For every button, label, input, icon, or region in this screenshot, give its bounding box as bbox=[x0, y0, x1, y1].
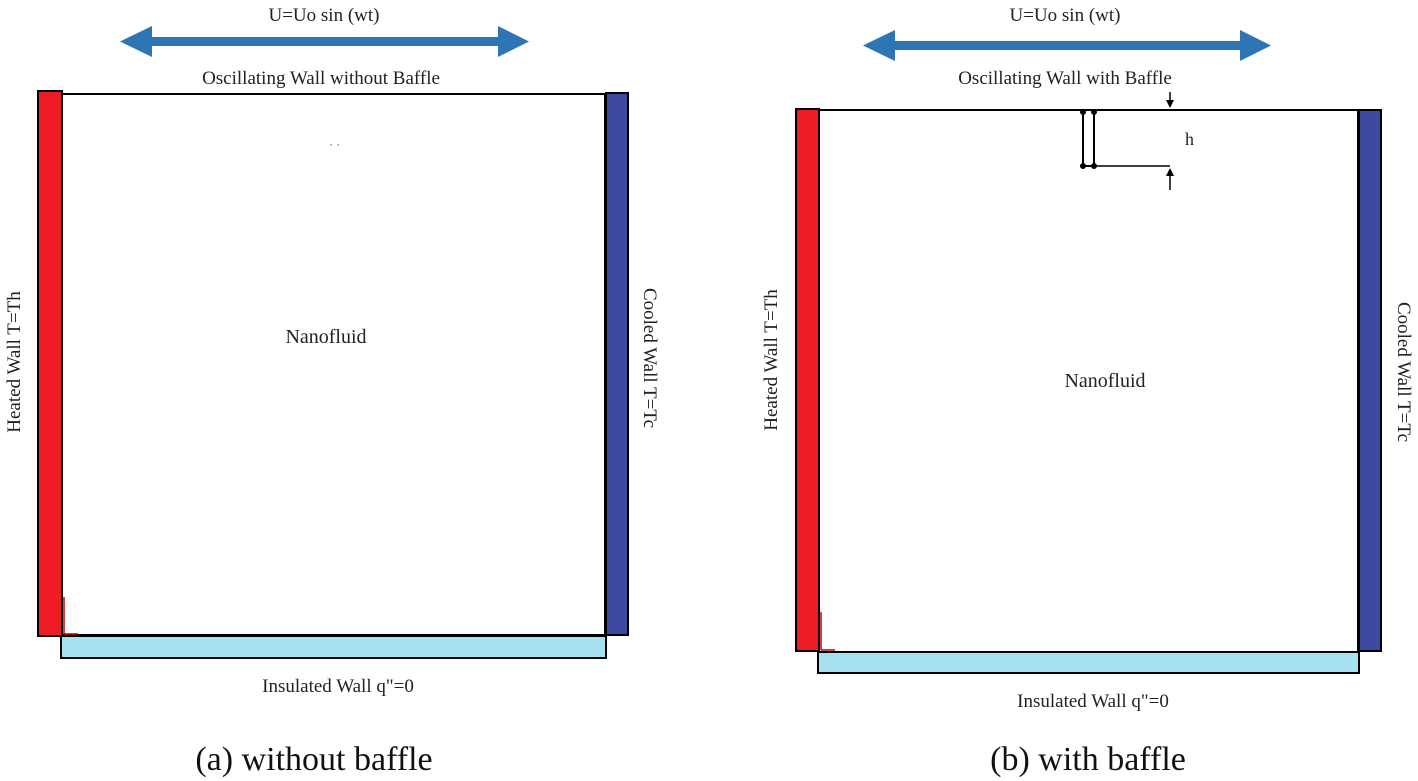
insulated-wall-a bbox=[60, 635, 607, 659]
panel-a: U=Uo sin (wt) Oscillating Wall without B… bbox=[4, 5, 660, 778]
heated-wall-a bbox=[37, 90, 63, 637]
oscillation-arrow-b bbox=[863, 30, 1271, 61]
fluid-label-b: Nanofluid bbox=[1064, 370, 1145, 392]
cavity-outline-a bbox=[60, 93, 606, 636]
cooled-wall-b bbox=[1358, 109, 1382, 652]
bottom-wall-label-b: Insulated Wall q"=0 bbox=[1017, 691, 1169, 712]
origin-axes-a bbox=[63, 597, 78, 635]
origin-axes-b bbox=[820, 612, 835, 651]
baffle-height-dimension bbox=[1094, 92, 1174, 190]
baffle-height-label: h bbox=[1185, 129, 1194, 149]
caption-a: (a) without baffle bbox=[195, 741, 432, 778]
cooled-wall-a bbox=[605, 92, 629, 636]
velocity-label-b: U=Uo sin (wt) bbox=[1010, 5, 1121, 26]
left-wall-label-a: Heated Wall T=Th bbox=[4, 291, 25, 433]
right-wall-label-a: Cooled Wall T=Tc bbox=[639, 288, 660, 428]
caption-b: (b) with baffle bbox=[990, 741, 1186, 778]
heated-wall-b bbox=[795, 108, 820, 652]
left-wall-label-b: Heated Wall T=Th bbox=[761, 289, 782, 431]
velocity-label-a: U=Uo sin (wt) bbox=[269, 5, 380, 26]
bottom-wall-label-a: Insulated Wall q"=0 bbox=[262, 676, 414, 697]
right-wall-label-b: Cooled Wall T=Tc bbox=[1393, 302, 1414, 442]
stray-mark-a: ˙ ˙ bbox=[329, 141, 340, 155]
top-wall-label-b: Oscillating Wall with Baffle bbox=[958, 68, 1172, 89]
panel-b: U=Uo sin (wt) Oscillating Wall with Baff… bbox=[761, 5, 1414, 778]
fluid-label-a: Nanofluid bbox=[285, 326, 366, 348]
baffle bbox=[1080, 109, 1097, 169]
insulated-wall-b bbox=[817, 651, 1360, 674]
oscillation-arrow-a bbox=[120, 26, 529, 57]
top-wall-label-a: Oscillating Wall without Baffle bbox=[202, 68, 440, 89]
